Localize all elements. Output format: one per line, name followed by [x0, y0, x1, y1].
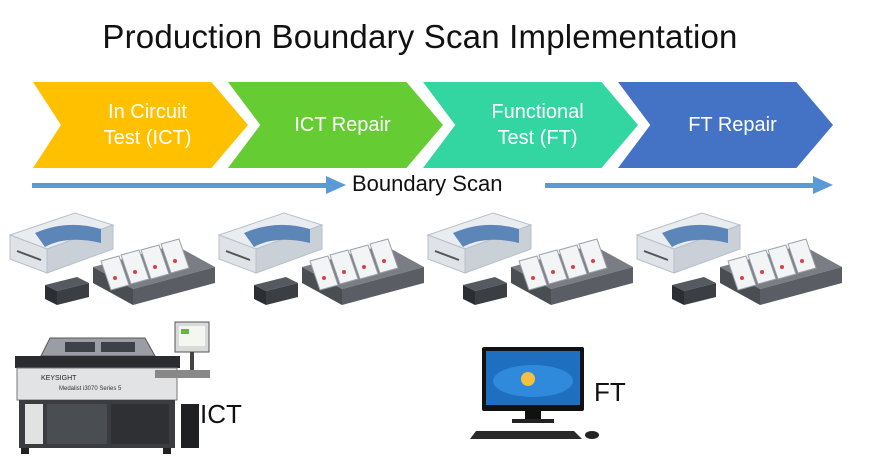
stage-ict: In Circuit Test (ICT): [33, 82, 248, 168]
controller-unit: [635, 212, 742, 274]
usb-module: [254, 277, 298, 305]
boundary-scan-hardware-4: [635, 212, 842, 305]
ict-machine: KEYSIGHT Medalist i3070 Series 5: [15, 321, 210, 454]
ict-monitor: [174, 321, 210, 374]
boundary-scan-hardware-1: [8, 212, 215, 305]
flow-arrowhead-left: [326, 176, 346, 194]
tap-pods: [93, 238, 215, 305]
page-title: Production Boundary Scan Implementation: [102, 18, 738, 55]
usb-module: [463, 277, 507, 305]
tap-pods: [720, 238, 842, 305]
controller-unit: [426, 212, 533, 274]
windows-logo-icon: [521, 372, 535, 386]
stage-functional-test-label: Functional Test (FT): [491, 101, 584, 149]
controller-unit: [217, 212, 324, 274]
mouse: [585, 431, 599, 439]
flow-line-left: [32, 183, 328, 188]
ict-fixture-top: [40, 337, 156, 357]
boundary-scan-label: Boundary Scan: [352, 171, 503, 196]
boundary-scan-hardware-3: [426, 212, 633, 305]
stage-functional-test: Functional Test (FT): [423, 82, 638, 168]
stage-ft-repair-label: FT Repair: [688, 114, 777, 136]
usb-module: [672, 277, 716, 305]
stage-ict-label: In Circuit Test (ICT): [103, 101, 192, 149]
keyboard: [470, 431, 582, 439]
tap-pods: [511, 238, 633, 305]
flow-line-right: [545, 183, 815, 188]
stage-ict-repair: ICT Repair: [228, 82, 443, 168]
ict-label: ICT: [200, 399, 242, 429]
stage-ft-repair: FT Repair: [618, 82, 833, 168]
tap-pods: [302, 238, 424, 305]
boundary-scan-hardware-2: [217, 212, 424, 305]
usb-module: [45, 277, 89, 305]
flow-arrowhead-right: [813, 176, 833, 194]
ict-brand: KEYSIGHT: [41, 375, 77, 382]
ict-model: Medalist i3070 Series 5: [59, 386, 122, 392]
ft-label: FT: [594, 377, 626, 407]
ft-computer: [470, 347, 599, 439]
controller-unit: [8, 212, 115, 274]
stage-ict-repair-label: ICT Repair: [294, 114, 391, 136]
